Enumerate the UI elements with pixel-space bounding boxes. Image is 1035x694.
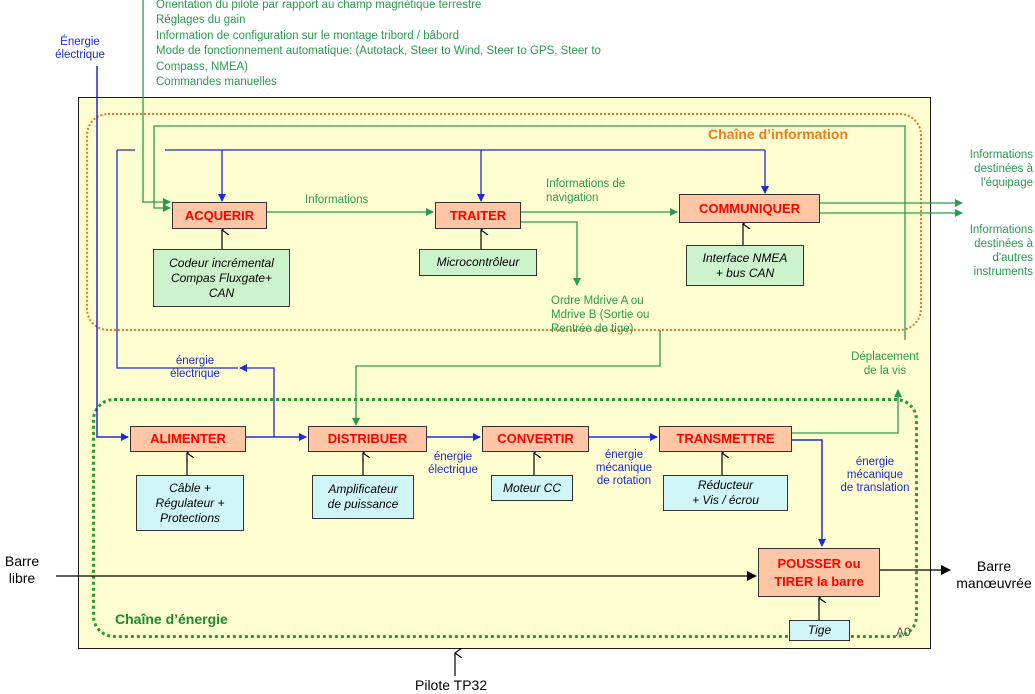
support-acquerir-line1: Codeur incrémental <box>169 255 274 270</box>
energy-feedback-arrow <box>239 364 275 437</box>
requirement-mode-line2: Compass, NMEA) <box>156 61 249 73</box>
flow-out-equipage-line1: Informations <box>969 149 1033 161</box>
flow-energy-electric-label: énergie électrique <box>418 451 488 477</box>
support-alimenter: Câble + Régulateur + Protections <box>136 475 244 531</box>
requirement-manual-commands: Commandes manuelles <box>156 76 277 88</box>
flow-deplacement-line1: Déplacement <box>851 351 919 363</box>
energy-input-line2: électrique <box>55 49 105 61</box>
function-traiter: TRAITER <box>435 202 521 229</box>
support-distribuer-line2: de puissance <box>327 497 399 511</box>
barre-libre-label: Barre libre <box>0 553 44 587</box>
flow-informations-label: Informations <box>305 194 369 206</box>
support-transmettre-line2: + Vis / écrou <box>692 493 759 507</box>
flow-energy-electric-line2: électrique <box>428 464 478 476</box>
support-acquerir: Codeur incrémental Compas Fluxgate+ CAN <box>153 249 290 307</box>
flow-energy-translation-line2: mécanique <box>846 469 904 481</box>
support-alimenter-line1: Câble + <box>169 480 211 495</box>
function-pousser-line1: POUSSER ou <box>777 555 861 571</box>
flow-ordre-line1: Ordre Mdrive A ou <box>551 295 644 307</box>
support-traiter: Microcontrôleur <box>419 249 537 276</box>
function-acquerir: ACQUERIR <box>172 202 267 229</box>
deplacement-arrow <box>792 389 902 434</box>
support-communiquer: Interface NMEA + bus CAN <box>686 245 804 286</box>
flow-out-instruments-line1: Informations <box>969 224 1033 236</box>
barre-libre-line1: Barre <box>4 553 40 569</box>
flow-energy-rotation-line2: mécanique <box>595 462 653 474</box>
flow-ordre-line3: Rentrée de tige) <box>551 323 634 335</box>
support-communiquer-line1: Interface NMEA <box>702 250 788 265</box>
ordre-to-distribuer-arrow <box>352 330 661 426</box>
flow-energy-rotation-label: énergie mécanique de rotation <box>586 449 662 488</box>
support-distribuer: Amplificateur de puissance <box>312 475 414 519</box>
support-acquerir-line2: Compas Fluxgate+ <box>170 270 273 285</box>
flow-energy-rotation-line3: de rotation <box>596 475 652 487</box>
chain-information-boundary <box>86 113 922 331</box>
flow-navigation-line2: navigation <box>546 192 599 204</box>
flow-energy-electric-line1: énergie <box>433 451 473 463</box>
flow-out-instruments-line2: destinées à <box>974 238 1033 250</box>
barre-manoeuvree-label: Barre manœuvrée <box>953 558 1035 592</box>
flow-out-equipage-line3: l'équipage <box>980 177 1033 189</box>
support-convertir-line1: Moteur CC <box>502 480 561 495</box>
flow-out-instruments-line3: d'autres <box>992 252 1033 264</box>
support-pousser-line1: Tige <box>807 623 832 637</box>
support-traiter-line1: Microcontrôleur <box>436 255 520 269</box>
function-pousser-tirer: POUSSER ou TIRER la barre <box>758 548 880 597</box>
flow-energy-rotation-line1: énergie <box>604 449 644 461</box>
barre-libre-line2: libre <box>8 570 36 586</box>
function-convertir: CONVERTIR <box>482 426 589 452</box>
function-alimenter: ALIMENTER <box>130 426 246 452</box>
flow-navigation-label: Informations de navigation <box>546 177 625 205</box>
bottom-label: Pilote TP32 <box>415 677 488 693</box>
support-communiquer-line2: + bus CAN <box>715 265 775 280</box>
energy-to-info-chain-line <box>116 150 238 369</box>
flow-out-instruments-label: Informations destinées à d'autres instru… <box>953 223 1033 279</box>
flow-out-instruments-line4: instruments <box>973 266 1033 278</box>
support-convertir: Moteur CC <box>491 475 573 501</box>
requirement-orientation: Orientation du pilote par rapport au cha… <box>156 0 482 11</box>
support-acquerir-line3: CAN <box>208 285 235 300</box>
a0-label: A0 <box>896 625 911 639</box>
barre-manoeuvree-line1: Barre <box>976 558 1012 574</box>
requirement-gain: Réglages du gain <box>156 14 246 26</box>
barre-manoeuvree-line2: manœuvrée <box>956 575 1032 591</box>
flow-deplacement-line2: de la vis <box>863 365 907 377</box>
requirement-mode-line1: Mode de fonctionnement automatique: (Aut… <box>156 45 601 57</box>
flow-energy-translation-line3: de translation <box>840 482 910 494</box>
function-pousser-line2: TIRER la barre <box>774 573 864 589</box>
feedback-loop-arrow <box>153 125 906 340</box>
flow-energy-feedback-label: énergie électrique <box>160 355 230 381</box>
ordre-arrow <box>521 221 581 286</box>
flow-out-equipage-label: Informations destinées à l'équipage <box>953 148 1033 190</box>
energy-input-label: Énergie électrique <box>40 36 120 62</box>
flow-out-equipage-line2: destinées à <box>974 163 1033 175</box>
energy-input-line1: Énergie <box>60 36 100 48</box>
support-alimenter-line2: Régulateur + <box>155 495 225 510</box>
function-distribuer: DISTRIBUER <box>308 426 427 452</box>
flow-energy-feedback-line2: électrique <box>170 368 220 380</box>
flow-energy-feedback-line1: énergie <box>175 355 215 367</box>
function-communiquer: COMMUNIQUER <box>679 194 820 223</box>
flow-energy-translation-line1: énergie <box>855 456 895 468</box>
energy-input-arrow <box>96 66 129 441</box>
flow-ordre-label: Ordre Mdrive A ou Mdrive B (Sortie ou Re… <box>551 294 649 336</box>
chain-information-title: Chaîne d’information <box>708 126 848 142</box>
support-pousser: Tige <box>789 620 850 641</box>
flow-energy-translation-label: énergie mécanique de translation <box>826 456 924 495</box>
support-distribuer-line1: Amplificateur <box>328 482 398 496</box>
flow-ordre-line2: Mdrive B (Sortie ou <box>551 309 650 321</box>
support-alimenter-line3: Protections <box>159 510 221 525</box>
chain-energy-title: Chaîne d’énergie <box>115 611 228 627</box>
transmettre-to-pousser-arrow <box>792 439 826 547</box>
support-transmettre: Réducteur + Vis / écrou <box>663 475 788 511</box>
requirements-to-acquerir-arrow <box>142 0 171 206</box>
flow-deplacement-label: Déplacement de la vis <box>840 350 930 378</box>
support-transmettre-line1: Réducteur <box>697 478 754 492</box>
chain-energy-boundary <box>92 398 918 638</box>
requirement-configuration: Information de configuration sur le mont… <box>156 30 460 42</box>
flow-navigation-line1: Informations de <box>546 178 626 190</box>
function-transmettre: TRANSMETTRE <box>659 426 792 452</box>
